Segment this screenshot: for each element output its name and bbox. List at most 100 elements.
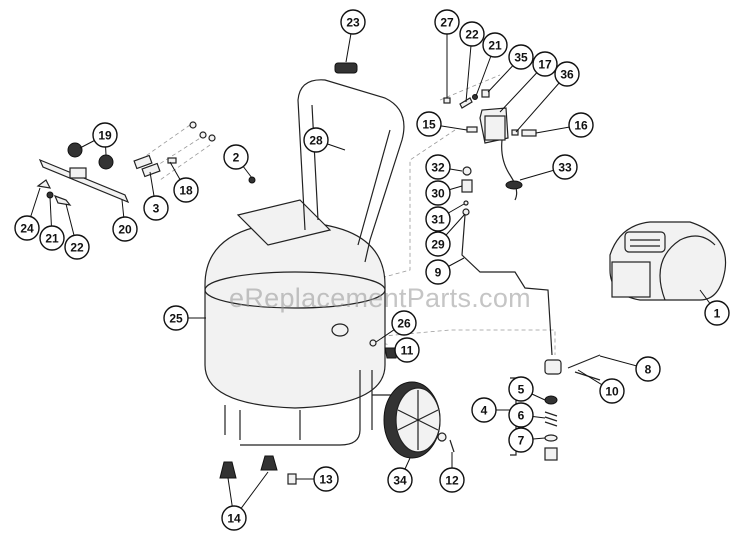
callout-circle [508,427,534,453]
callout-22: 22 [64,234,90,260]
callout-circle [143,195,169,221]
callout-25: 25 [163,305,189,331]
callout-24: 24 [14,215,40,241]
callout-22: 22 [459,21,485,47]
callout-circle [64,234,90,260]
callout-9: 9 [425,259,451,285]
callout-7: 7 [508,427,534,453]
handle-inner [311,104,391,246]
callout-4: 4 [471,397,497,423]
drain-valve [287,473,297,485]
callout-circle [471,397,497,423]
callout-11: 11 [394,337,420,363]
callout-circle [552,154,578,180]
callout-number: 35 [514,51,528,65]
callout-2: 2 [223,144,249,170]
callout-circle [163,305,189,331]
callout-circle [92,122,118,148]
callout-number: 1 [714,307,721,321]
callout-31: 31 [425,206,451,232]
callout-number: 10 [605,385,619,399]
callout-35: 35 [508,44,534,70]
callout-circle [391,310,417,336]
callout-circle [416,111,442,137]
callout-circle [704,300,730,326]
callout-number: 8 [645,363,652,377]
callout-5: 5 [508,376,534,402]
callout-circle [439,467,465,493]
discharge-tube [461,214,553,356]
callout-36: 36 [554,61,580,87]
callout-8: 8 [635,356,661,382]
callout-circle [425,180,451,206]
watermark: eReplacementParts.com [229,283,531,313]
callout-circle [434,9,460,35]
check-valve [510,354,601,461]
air-tank [204,199,395,446]
callout-15: 15 [416,111,442,137]
callout-33: 33 [552,154,578,180]
callout-number: 26 [397,317,411,331]
callout-number: 20 [118,223,132,237]
handle-grip [334,62,358,74]
callout-circle [39,225,65,251]
callout-number: 28 [309,134,323,148]
handle [297,79,405,263]
callout-number: 18 [179,184,193,198]
callout-number: 21 [45,232,59,246]
callout-number: 25 [169,312,183,326]
callout-32: 32 [425,154,451,180]
callout-number: 29 [431,238,445,252]
callout-circle [223,144,249,170]
callout-number: 27 [440,16,454,30]
callout-16: 16 [568,112,594,138]
callout-circle [340,9,366,35]
callout-circle [313,466,339,492]
callout-6: 6 [508,402,534,428]
callout-number: 34 [393,474,407,488]
callout-circle [173,177,199,203]
callout-34: 34 [387,467,413,493]
rubber-foot [219,461,237,479]
callout-number: 4 [481,404,488,418]
callout-number: 11 [401,344,414,358]
callout-circle [508,376,534,402]
callout-circle [425,206,451,232]
callout-27: 27 [434,9,460,35]
callout-circle [554,61,580,87]
callout-18: 18 [173,177,199,203]
callout-30: 30 [425,180,451,206]
callout-circle [568,112,594,138]
callout-12: 12 [439,467,465,493]
callout-circle [112,216,138,242]
compressor-motor [609,221,727,301]
callout-number: 14 [227,512,241,526]
callout-circle [394,337,420,363]
callout-circle [425,259,451,285]
callout-number: 9 [435,266,442,280]
leader-line [515,73,568,133]
callout-circle [425,231,451,257]
pressure-switch [443,89,537,216]
callout-14: 14 [221,505,247,531]
callout-23: 23 [340,9,366,35]
callout-21: 21 [39,225,65,251]
callout-21: 21 [482,32,508,58]
callout-1: 1 [704,300,730,326]
callout-number: 16 [574,119,588,133]
rubber-foot [260,455,278,471]
callout-13: 13 [313,466,339,492]
callout-number: 22 [70,241,84,255]
callout-number: 19 [98,129,112,143]
fitting [369,339,377,347]
callout-number: 33 [558,161,572,175]
callout-number: 15 [422,118,436,132]
callout-number: 5 [518,383,525,397]
assembly-guide-lines [139,74,556,355]
callout-17: 17 [532,51,558,77]
callout-10: 10 [599,378,625,404]
callout-number: 36 [560,68,574,82]
callout-circle [303,127,329,153]
